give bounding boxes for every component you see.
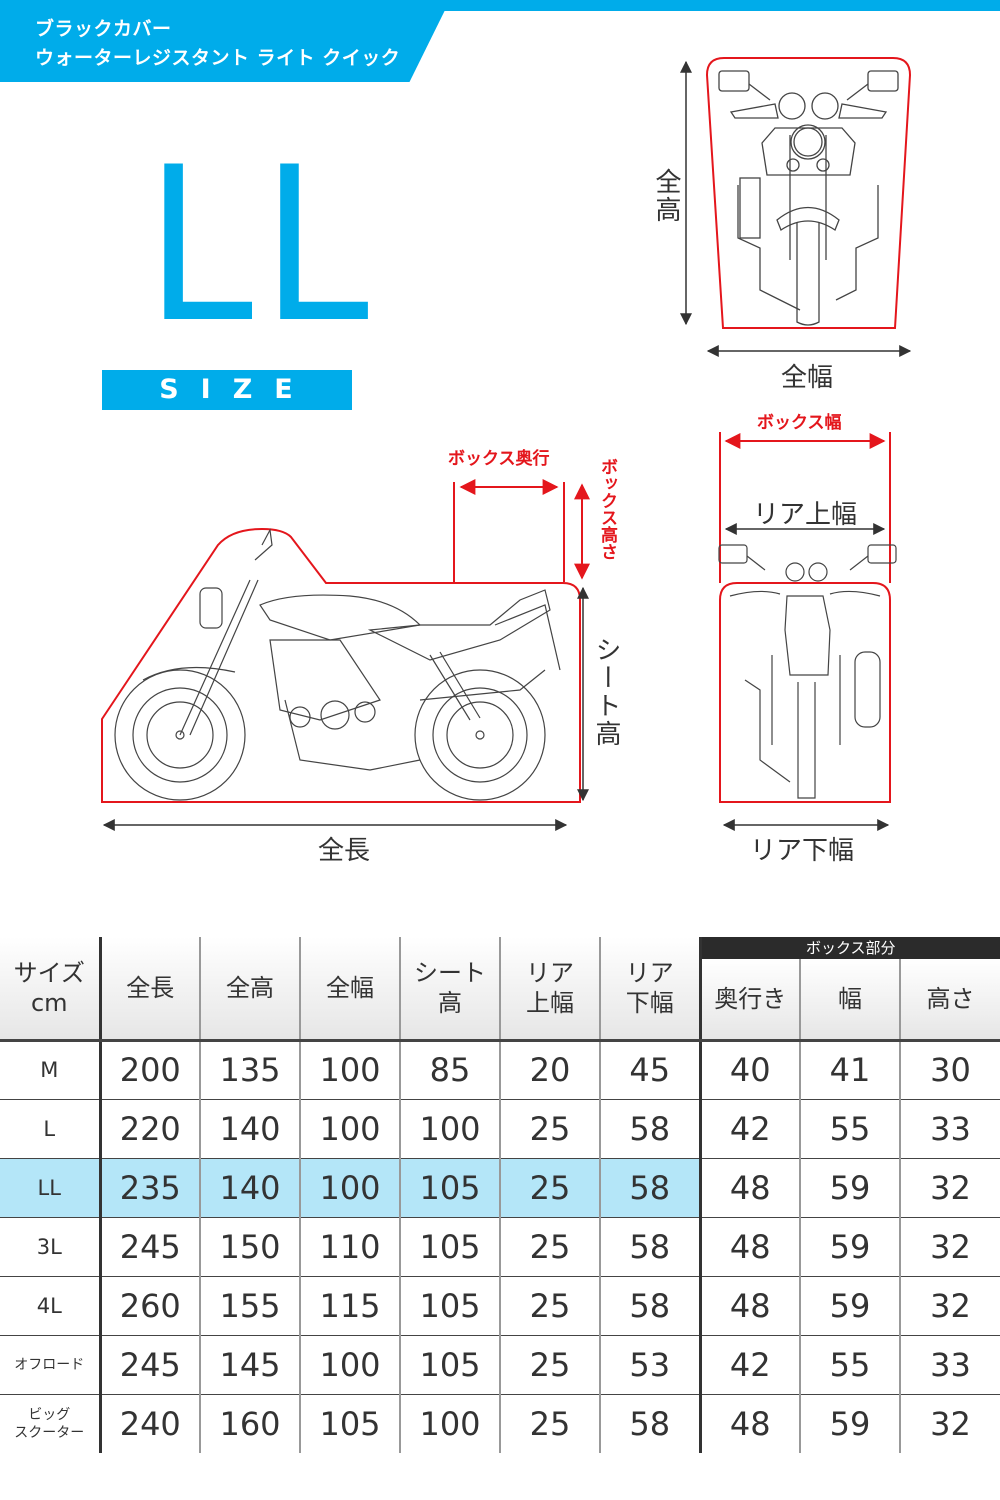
motorcycle-dimension-diagrams: [101, 57, 912, 831]
header-overall-length: 全長: [99, 937, 200, 1042]
header-seat-height: シート高: [399, 937, 500, 1042]
front-view-diagram: [680, 57, 912, 357]
size-spec-table: サイズ cm 全長 全高 全幅 シート高 リア上幅 リア下幅 ボックス部分 奥行…: [0, 937, 1000, 1453]
label-box-width: ボックス幅: [757, 413, 842, 433]
title-banner: [0, 0, 450, 82]
header-rear-upper-width: リア上幅: [499, 937, 600, 1042]
label-rear-upper-width: リア上幅: [753, 500, 858, 530]
label-box-height: ボックス高さ: [597, 458, 617, 560]
label-rear-lower-width: リア下幅: [750, 836, 855, 866]
product-title-line1: ブラックカバー: [35, 18, 172, 40]
size-label: SIZE: [102, 370, 352, 410]
header-box-depth: 奥行き: [698, 959, 800, 1042]
size-code: LL: [148, 114, 380, 367]
header-box-height: 高さ: [898, 959, 1000, 1042]
label-box-depth: ボックス奥行: [448, 449, 550, 469]
product-title-line2: ウォーターレジスタント ライト クイック: [35, 47, 401, 69]
label-overall-width: 全幅: [781, 363, 834, 393]
label-overall-length: 全長: [318, 836, 371, 866]
header-box-width: 幅: [799, 959, 900, 1042]
header-rear-lower-width: リア下幅: [599, 937, 700, 1042]
label-seat-height: シート高: [591, 636, 621, 748]
top-accent-strip: [0, 0, 1000, 11]
header-box-group: ボックス部分: [698, 937, 1000, 959]
header-overall-width: 全幅: [299, 937, 400, 1042]
label-overall-height: 全高: [651, 168, 681, 224]
header-size-unit: サイズ cm: [0, 937, 102, 1042]
header-overall-height: 全高: [199, 937, 300, 1042]
side-view-diagram: [101, 479, 590, 831]
rear-view-diagram: [718, 432, 897, 831]
